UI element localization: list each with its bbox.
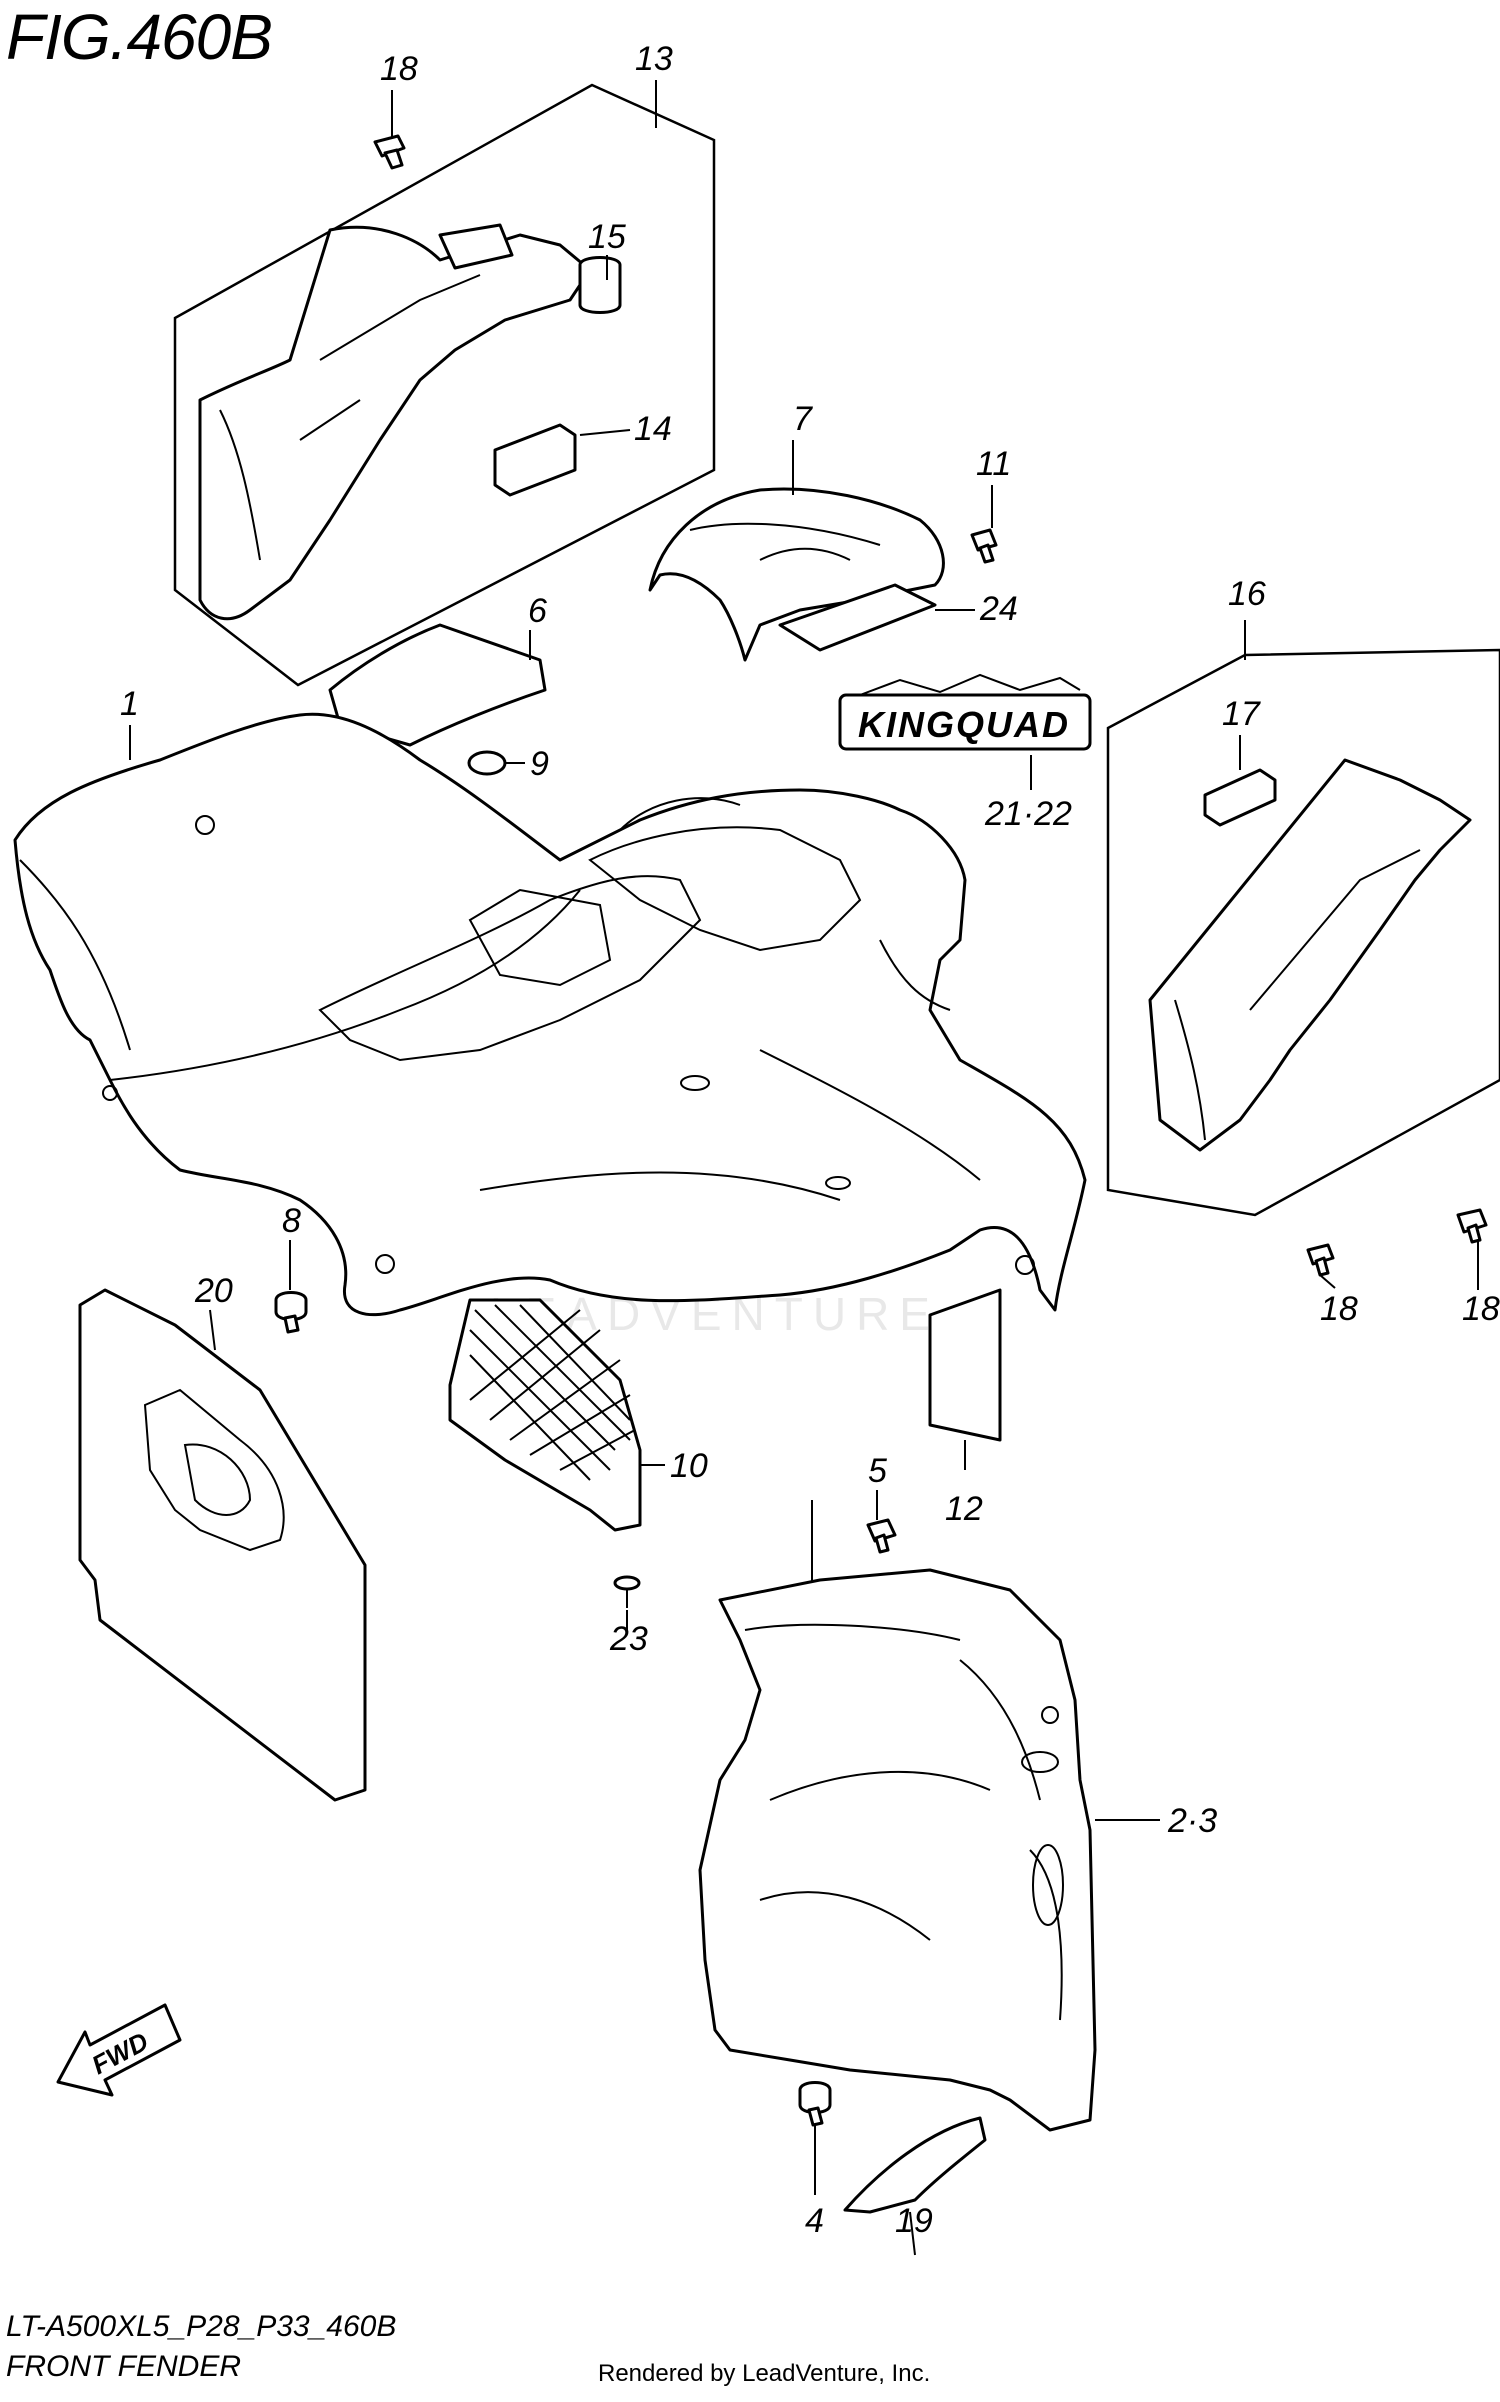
part-12-sheet bbox=[928, 1288, 1002, 1442]
part-8-bolt bbox=[274, 1291, 308, 1334]
callout-15: 15 bbox=[588, 218, 626, 256]
part-23-screw bbox=[613, 1575, 641, 1608]
callout-4: 4 bbox=[805, 2202, 824, 2240]
figure-name: FRONT FENDER bbox=[6, 2350, 241, 2383]
callout-18-right: 18 bbox=[1462, 1290, 1500, 1328]
callout-18-mid: 18 bbox=[1320, 1290, 1358, 1328]
callout-12: 12 bbox=[945, 1490, 983, 1528]
fwd-arrow: FWD bbox=[56, 2003, 182, 2097]
model-code: LT-A500XL5_P28_P33_460B bbox=[6, 2310, 397, 2343]
callouts: 13 18 15 14 7 11 24 6 9 21·22 16 17 1 8 … bbox=[120, 40, 1500, 2240]
callout-8: 8 bbox=[282, 1202, 301, 1240]
part-13-box bbox=[173, 83, 716, 687]
leader-lines bbox=[129, 80, 1479, 2256]
part-6-lid bbox=[328, 623, 547, 747]
callout-24: 24 bbox=[979, 590, 1018, 628]
part-1-front-fender bbox=[13, 712, 1087, 1317]
part-7-cover bbox=[648, 487, 945, 662]
callout-14: 14 bbox=[634, 410, 672, 448]
callout-23: 23 bbox=[609, 1620, 648, 1658]
callout-7: 7 bbox=[793, 400, 813, 438]
part-20-panel bbox=[78, 1288, 367, 1802]
part-10-grille bbox=[448, 1298, 642, 1532]
figure-title: FIG.460B bbox=[6, 1, 273, 73]
callout-9: 9 bbox=[530, 745, 549, 783]
part-17-pad bbox=[1203, 768, 1277, 827]
part-24-pad bbox=[778, 583, 937, 652]
callout-2-3: 2·3 bbox=[1167, 1802, 1217, 1840]
callout-11: 11 bbox=[976, 445, 1011, 483]
callout-5: 5 bbox=[868, 1452, 887, 1490]
callout-19: 19 bbox=[895, 2202, 933, 2240]
part-2-3-inner-fender bbox=[698, 1568, 1097, 2132]
callout-17: 17 bbox=[1222, 695, 1261, 733]
part-11-bolt bbox=[970, 528, 998, 564]
callout-10: 10 bbox=[670, 1447, 708, 1485]
part-19-strip bbox=[843, 2116, 987, 2214]
part-14-pad bbox=[493, 423, 577, 497]
kingquad-decal: KINGQUAD bbox=[838, 673, 1092, 751]
footer-credit: Rendered by LeadVenture, Inc. bbox=[598, 2360, 931, 2387]
callout-16: 16 bbox=[1228, 575, 1266, 613]
part-18-bolt-right bbox=[1456, 1208, 1488, 1244]
callout-6: 6 bbox=[528, 592, 547, 630]
decal-text: KINGQUAD bbox=[858, 704, 1070, 745]
callout-18-top: 18 bbox=[380, 50, 418, 88]
part-16-box bbox=[1106, 648, 1500, 1277]
part-4-clip bbox=[798, 2081, 832, 2127]
callout-1: 1 bbox=[120, 685, 139, 723]
callout-20: 20 bbox=[194, 1272, 233, 1310]
part-18-bolt-top bbox=[373, 134, 406, 170]
callout-13: 13 bbox=[635, 40, 673, 78]
part-18-bolt-mid bbox=[1306, 1243, 1335, 1277]
callout-21-22: 21·22 bbox=[984, 795, 1072, 833]
part-9-grommet bbox=[467, 750, 507, 776]
part-15-grommet bbox=[578, 256, 622, 314]
